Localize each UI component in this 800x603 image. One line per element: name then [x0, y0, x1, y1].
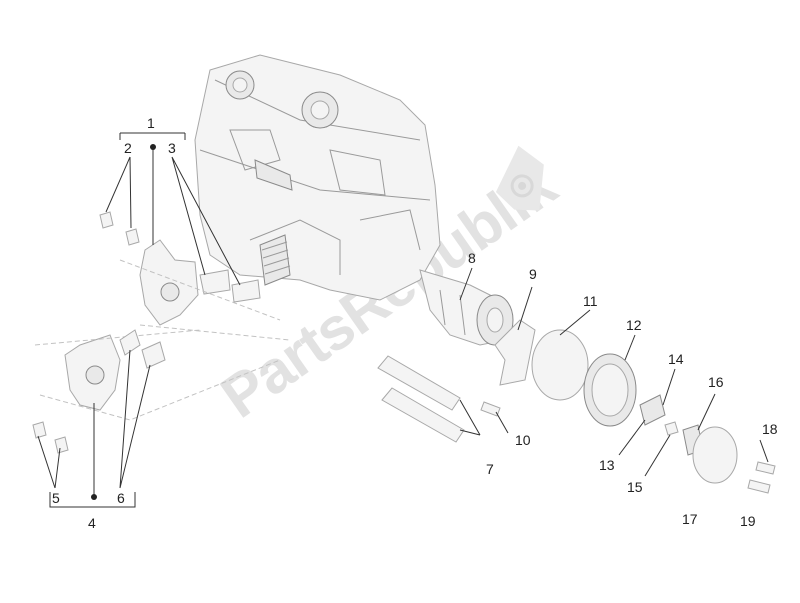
rocker-shafts	[377, 355, 465, 443]
callout-5: 5	[52, 490, 60, 506]
callout-6: 6	[117, 490, 125, 506]
callout-10: 10	[515, 432, 531, 448]
callout-3: 3	[168, 140, 176, 156]
callout-16: 16	[708, 374, 724, 390]
phonic-wheel	[531, 329, 589, 401]
callout-2: 2	[124, 140, 132, 156]
adjuster-nuts	[32, 211, 166, 454]
callout-4: 4	[88, 515, 96, 531]
bolt-19	[747, 479, 771, 494]
callout-13: 13	[599, 457, 615, 473]
retaining-plate	[494, 319, 536, 386]
callout-9: 9	[529, 266, 537, 282]
callout-17: 17	[682, 511, 698, 527]
spring-15	[664, 421, 679, 436]
leader-lines	[37, 132, 769, 508]
bolt-18	[755, 461, 776, 475]
callout-15: 15	[627, 479, 643, 495]
callout-dot-4	[91, 494, 97, 500]
callout-18: 18	[762, 421, 778, 437]
gear-cart-logo-icon	[495, 145, 544, 211]
cam-sprocket	[583, 353, 637, 427]
callout-14: 14	[668, 351, 684, 367]
cylinder-head	[194, 54, 441, 303]
rocker-arm-upper	[139, 239, 199, 326]
callout-8: 8	[468, 250, 476, 266]
decompressor-weight	[639, 394, 666, 426]
callout-1: 1	[147, 115, 155, 131]
callout-11: 11	[583, 293, 598, 309]
callout-19: 19	[740, 513, 756, 529]
bolt-10	[480, 401, 501, 417]
callout-dot-1	[150, 144, 156, 150]
callout-12: 12	[626, 317, 642, 333]
cover-plate	[692, 426, 738, 484]
camshaft	[419, 269, 514, 346]
callout-7: 7	[486, 461, 494, 477]
rocker-arm-lower	[64, 334, 121, 411]
